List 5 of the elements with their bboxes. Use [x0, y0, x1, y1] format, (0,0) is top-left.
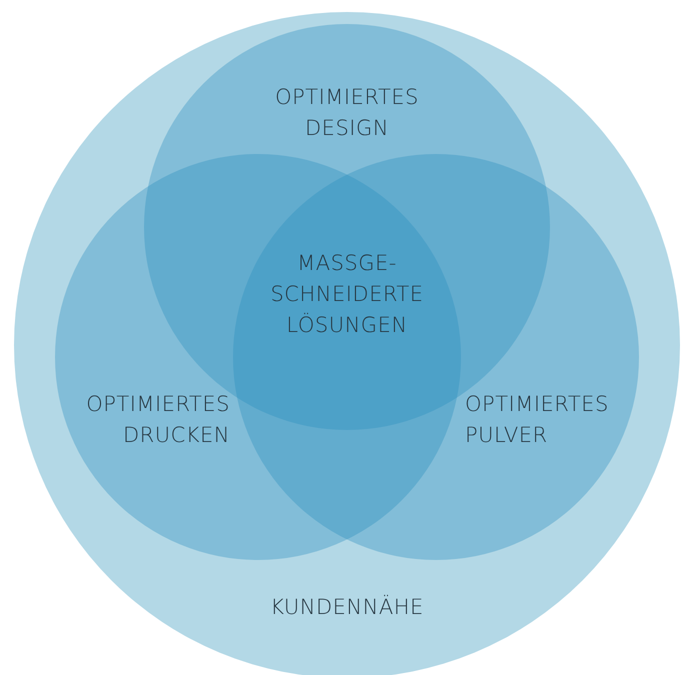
- outer-label: KUNDENNÄHE: [269, 594, 425, 621]
- circle-label: OPTIMIERTES PULVER: [465, 391, 610, 449]
- circle-label: OPTIMIERTES DRUCKEN: [85, 391, 230, 449]
- center-label: MASSGE-SCHNEIDERTE LÖSUNGEN: [269, 250, 425, 339]
- circle-label: OPTIMIERTES DESIGN: [274, 84, 420, 142]
